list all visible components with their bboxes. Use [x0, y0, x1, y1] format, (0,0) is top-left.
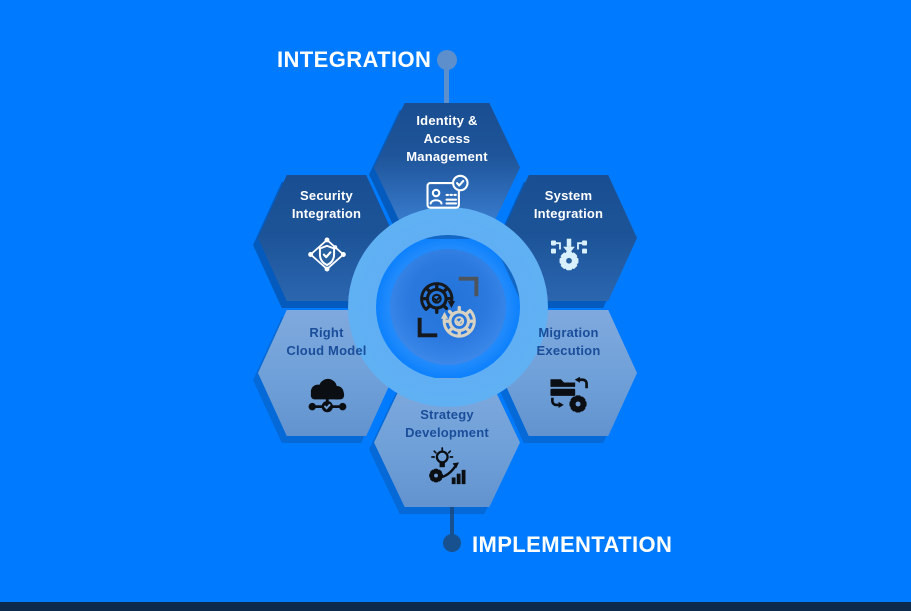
center-circle — [390, 249, 506, 365]
implementation-connector-line — [450, 500, 454, 540]
integration-connector-dot — [437, 50, 457, 70]
integration-title: INTEGRATION — [277, 47, 432, 72]
implementation-connector-dot — [443, 534, 461, 552]
integration-connector-line — [444, 58, 449, 106]
footer-strip — [0, 602, 911, 611]
implementation-title: IMPLEMENTATION — [472, 532, 673, 557]
process-sync-gears-icon — [417, 276, 479, 338]
